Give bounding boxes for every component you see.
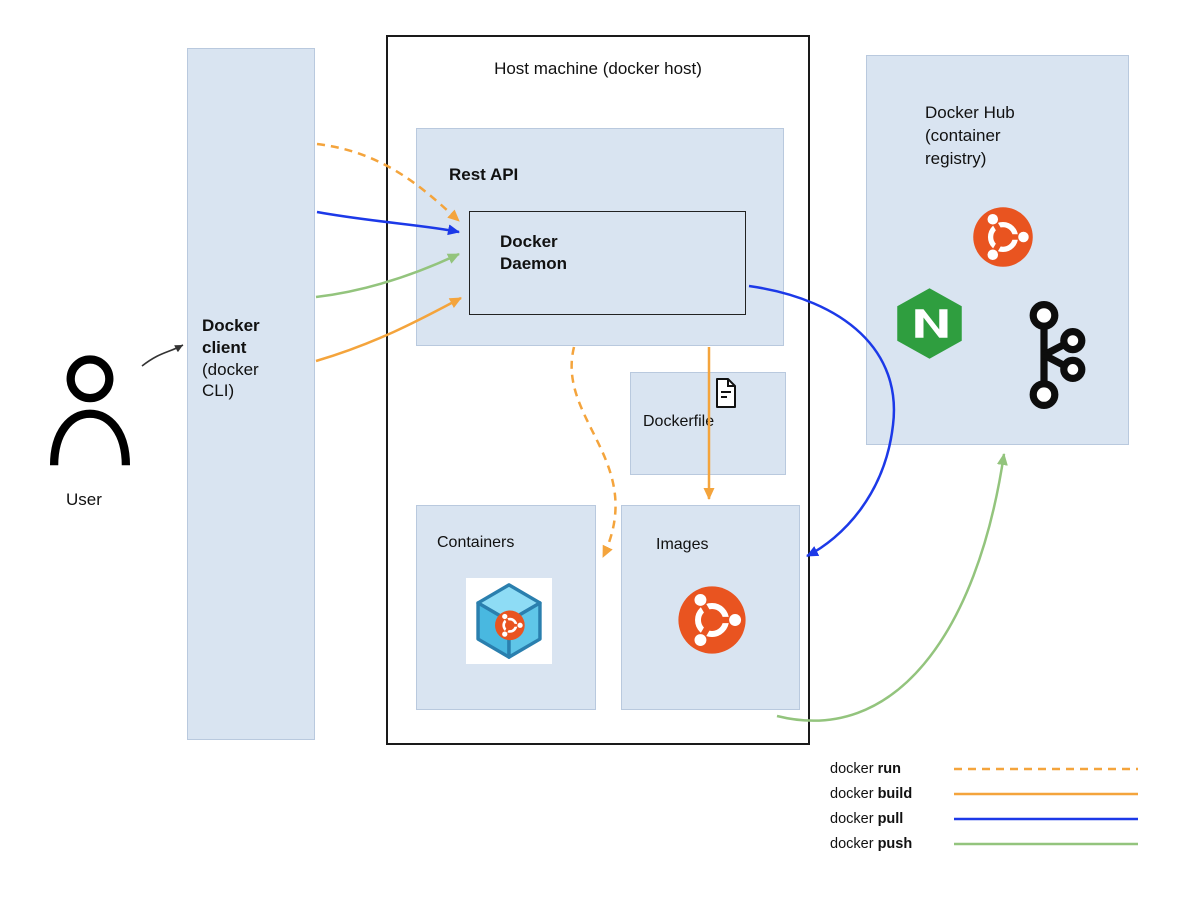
arrow-docker-push-images-to-hub [776,453,1008,722]
legend-line-dashed-orange [954,767,1138,770]
dockerfile-label: Dockerfile [643,413,715,430]
nginx-logo-icon [897,288,962,359]
legend-row-docker-build: docker build [830,781,1140,806]
containers-label: Containers [437,534,515,551]
legend-line-solid-orange [954,792,1138,795]
container-cube-icon [466,578,552,664]
legend-label: docker pull [830,810,904,827]
legend-label: docker run [830,760,901,777]
ubuntu-logo-icon [972,206,1034,268]
docker-client-box: Docker client (docker CLI) [187,48,315,740]
docker-hub-title-line: Docker Hub [925,103,1015,122]
rest-api-title: Rest API [449,165,519,184]
legend-line-solid-blue [954,817,1138,820]
connector-user-to-client [141,344,184,367]
docker-hub-box: Docker Hub (container registry) [866,55,1129,445]
docker-daemon-title: Docker Daemon [500,232,568,274]
docker-daemon-box: Docker Daemon [469,211,746,315]
docker-client-subtitle: (docker CLI) [202,359,259,401]
rest-api-box: Rest API Docker Daemon [416,128,784,346]
legend-label: docker build [830,785,913,802]
user-label: User [66,490,102,509]
legend-label: docker push [830,835,913,852]
legend: docker run docker build docker pull dock… [830,756,1140,856]
docker-hub-subtitle: (container registry) [925,125,1001,168]
document-icon [716,378,736,408]
legend-row-docker-push: docker push [830,831,1140,856]
docker-client-title: Docker client [202,316,260,357]
legend-line-solid-green [954,842,1138,845]
legend-row-docker-pull: docker pull [830,806,1140,831]
docker-client-text: Docker client (docker CLI) [202,315,280,402]
legend-row-docker-run: docker run [830,756,1140,781]
host-machine-title: Host machine (docker host) [494,59,702,78]
ubuntu-logo-icon [677,585,747,655]
docker-hub-title: Docker Hub (container registry) [925,102,1043,171]
images-label: Images [656,536,709,553]
images-box: Images [621,505,800,710]
kafka-logo-icon [1029,301,1086,409]
dockerfile-box: Dockerfile [630,372,786,475]
containers-box: Containers [416,505,596,710]
user-icon [49,355,131,466]
